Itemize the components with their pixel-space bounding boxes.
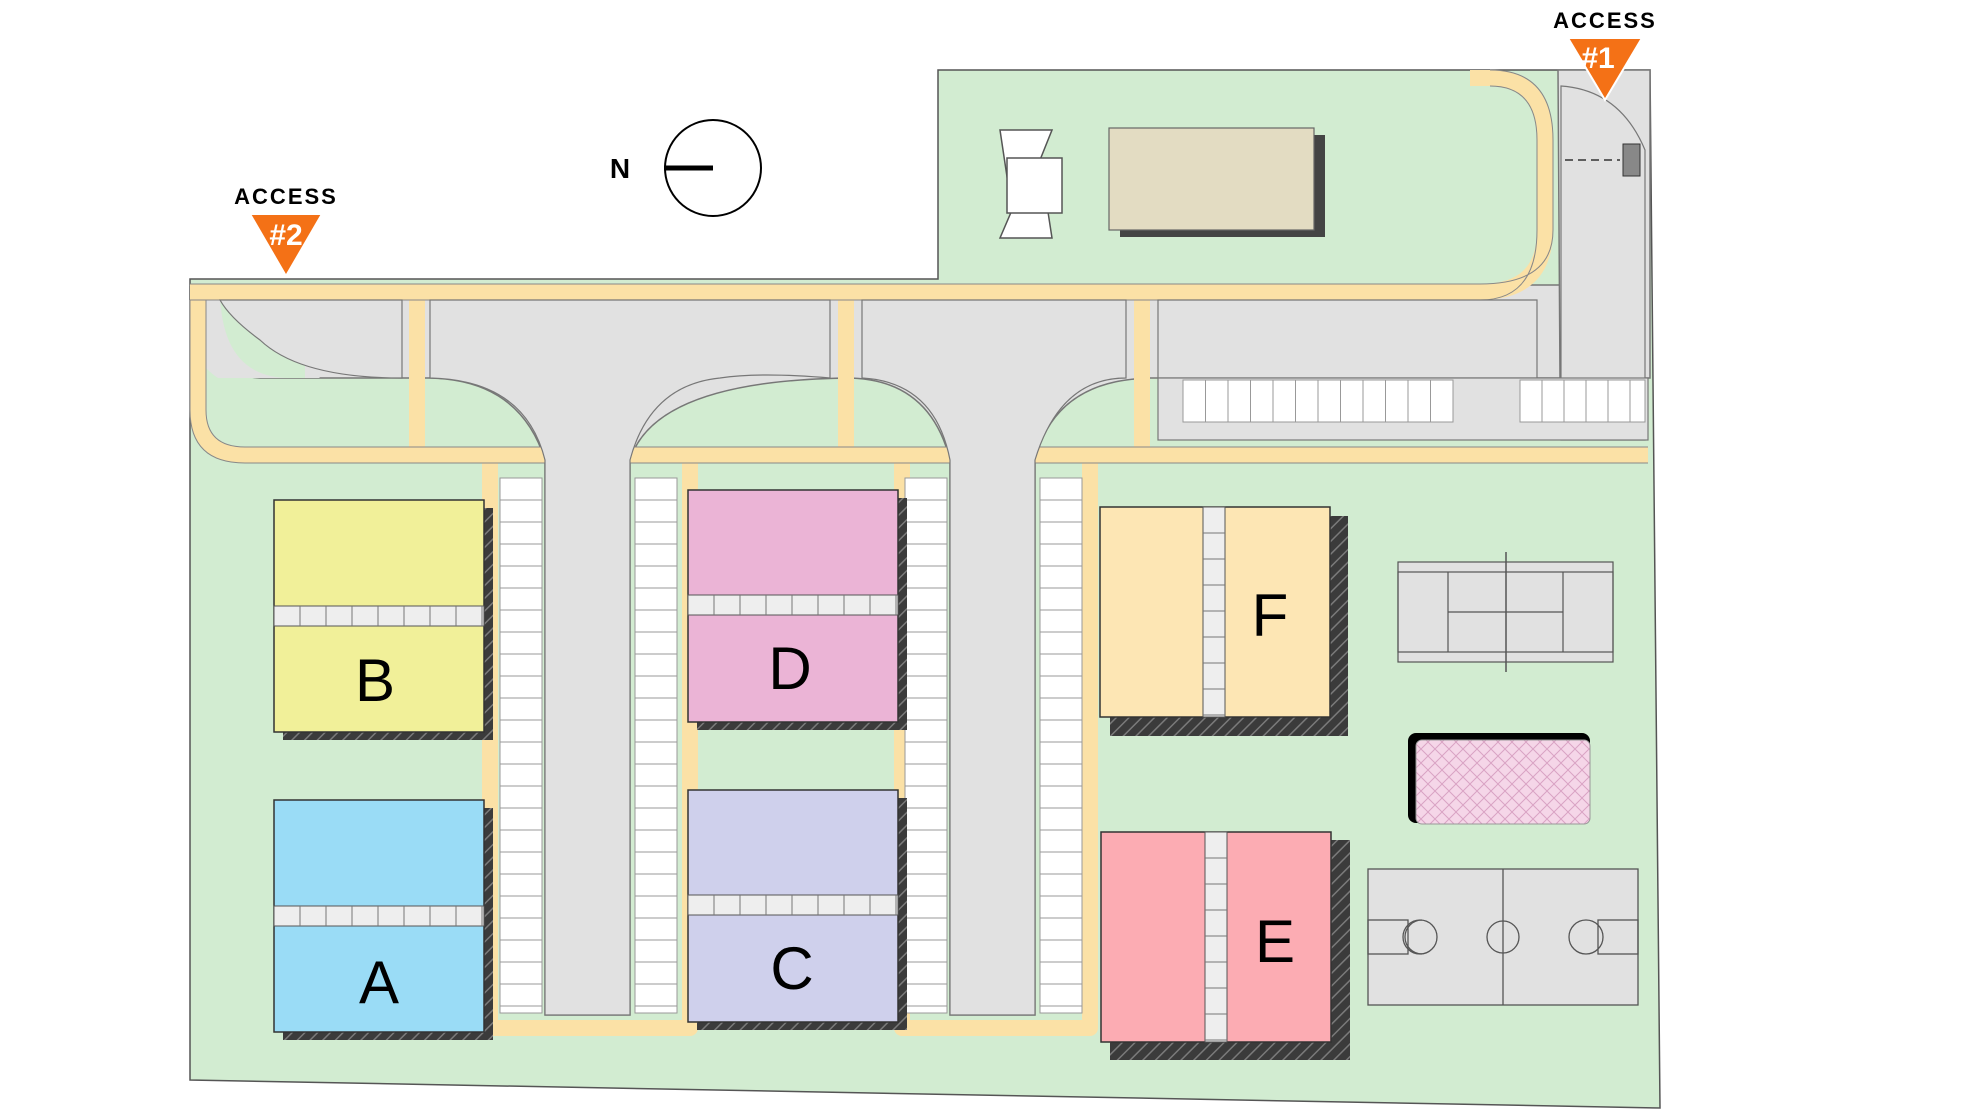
building-a: A <box>273 799 493 1040</box>
parking-strips-vertical <box>499 477 1083 1014</box>
gatehouse-area <box>1108 127 1325 237</box>
corridor-ticks <box>299 532 1227 1041</box>
gate-icon <box>998 129 1063 239</box>
compass-icon <box>664 119 762 217</box>
building-f: F <box>1099 506 1348 736</box>
access-2-number: #2 <box>269 219 302 252</box>
building-label-e: E <box>1255 908 1295 975</box>
triangle-down-marker-icon <box>248 213 324 278</box>
access-marker-2: ACCESS #2 <box>234 184 338 278</box>
parking-stall-lines-north <box>1205 380 1631 422</box>
sidewalks <box>190 70 1648 1036</box>
basketball-court-icon <box>1367 868 1639 1006</box>
building-label-f: F <box>1252 582 1289 649</box>
tennis-court-icon <box>1397 552 1614 672</box>
building-label-a: A <box>359 949 399 1016</box>
building-b: B <box>273 499 493 740</box>
playground-icon <box>1408 733 1591 825</box>
parking-strip-north <box>1182 379 1646 423</box>
sidewalk-edges <box>189 69 1648 464</box>
access-marker-1: ACCESS #1 <box>1553 8 1657 102</box>
parking-stall-lines-vertical <box>500 499 1082 1007</box>
access-gate-icon <box>1565 143 1641 177</box>
access-2-word: ACCESS <box>234 184 338 209</box>
triangle-down-marker-icon <box>1566 37 1644 102</box>
building-e: E <box>1100 831 1350 1060</box>
building-label-b: B <box>355 647 395 714</box>
building-label-c: C <box>770 935 813 1002</box>
access-1-word: ACCESS <box>1553 8 1657 33</box>
building-c: C <box>687 789 907 1030</box>
building-label-d: D <box>768 635 811 702</box>
access-1-number: #1 <box>1581 42 1614 75</box>
building-d: D <box>687 489 907 730</box>
north-label: N <box>610 153 630 184</box>
